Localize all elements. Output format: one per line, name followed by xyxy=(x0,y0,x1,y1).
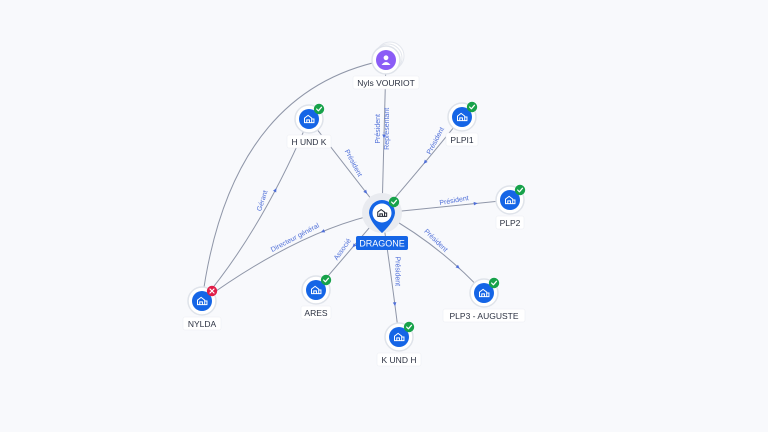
check-icon xyxy=(316,106,323,112)
edge-label: Président xyxy=(375,114,382,144)
node-label: H UND K xyxy=(292,137,327,147)
node-label: PLPI1 xyxy=(450,135,473,145)
edge-arrow-icon xyxy=(363,189,368,194)
check-icon xyxy=(391,199,398,205)
center-node-core xyxy=(372,203,392,223)
node-core xyxy=(500,190,520,210)
center-node[interactable]: DRAGONE xyxy=(356,193,408,250)
node-nyls[interactable]: Nyls VOURIOT xyxy=(352,41,420,90)
node-label-background xyxy=(495,215,525,230)
check-icon xyxy=(469,104,476,110)
edge-line xyxy=(201,59,387,302)
check-icon xyxy=(491,280,498,286)
building-icon xyxy=(197,296,208,306)
edge-arrow-icon xyxy=(320,229,326,233)
cross-icon xyxy=(209,288,215,294)
edge-arrow-icon xyxy=(473,201,478,206)
active-status-badge xyxy=(313,103,325,115)
node-plp2[interactable]: PLP2 xyxy=(495,184,526,230)
node-core xyxy=(389,327,409,347)
active-status-badge xyxy=(488,277,500,289)
node-label-background xyxy=(442,308,526,323)
active-status-badge xyxy=(388,196,400,208)
node-label: PLP3 - AUGUSTE xyxy=(450,311,519,321)
node-nylda[interactable]: NYLDA xyxy=(182,285,222,331)
edge-label: Président xyxy=(393,256,400,286)
building-icon xyxy=(457,112,468,122)
node-hundk[interactable]: H UND K xyxy=(286,103,332,149)
building-icon xyxy=(304,114,315,124)
building-icon xyxy=(394,332,405,342)
check-icon xyxy=(406,324,413,330)
edge-center-nylda[interactable]: Directeur général xyxy=(201,212,383,302)
active-status-badge xyxy=(320,274,332,286)
closed-status-badge xyxy=(206,285,218,297)
check-icon xyxy=(517,187,524,193)
node-label: NYLDA xyxy=(188,319,217,329)
active-status-badge xyxy=(514,184,526,196)
check-icon xyxy=(323,277,330,283)
node-label: ARES xyxy=(304,308,327,318)
edge-arrow-icon xyxy=(423,159,428,164)
node-core xyxy=(192,291,212,311)
node-label-background xyxy=(182,316,222,331)
node-core xyxy=(299,109,319,129)
edge-label: Président xyxy=(343,149,363,178)
node-core xyxy=(474,283,494,303)
edge-arrow-icon xyxy=(273,188,277,193)
center-node-label: DRAGONE xyxy=(359,239,405,249)
edge-arrow-icon xyxy=(392,302,397,307)
edge-nylda-nyls[interactable] xyxy=(201,59,387,302)
node-label-background xyxy=(376,352,422,367)
node-plpi1[interactable]: PLPI1 xyxy=(445,101,479,147)
building-icon xyxy=(505,195,516,205)
node-ares[interactable]: ARES xyxy=(300,274,332,320)
edge-arrow-icon xyxy=(382,134,386,139)
active-status-badge xyxy=(466,101,478,113)
node-label: PLP2 xyxy=(500,218,521,228)
building-icon xyxy=(479,288,490,298)
edge-label: Directeur général xyxy=(270,222,321,254)
node-label-background xyxy=(286,134,332,149)
node-kundh[interactable]: K UND H xyxy=(376,321,422,367)
edge-line xyxy=(201,212,383,302)
node-plp3[interactable]: PLP3 - AUGUSTE xyxy=(442,277,526,323)
active-status-badge xyxy=(403,321,415,333)
node-label-background xyxy=(300,305,332,320)
node-core xyxy=(306,280,326,300)
building-icon xyxy=(311,285,322,295)
edge-arrow-icon xyxy=(455,264,460,269)
edge-arrow-icon xyxy=(352,243,357,248)
edge-label: Représentant xyxy=(384,108,391,150)
person-icon xyxy=(381,55,391,65)
node-label: K UND H xyxy=(382,355,417,365)
building-icon xyxy=(377,208,388,217)
node-core xyxy=(452,107,472,127)
node-label-background xyxy=(352,75,420,90)
node-label-background xyxy=(445,132,479,147)
center-label-background xyxy=(356,236,408,250)
node-label: Nyls VOURIOT xyxy=(357,78,415,88)
edge-label: Gérant xyxy=(256,190,269,213)
